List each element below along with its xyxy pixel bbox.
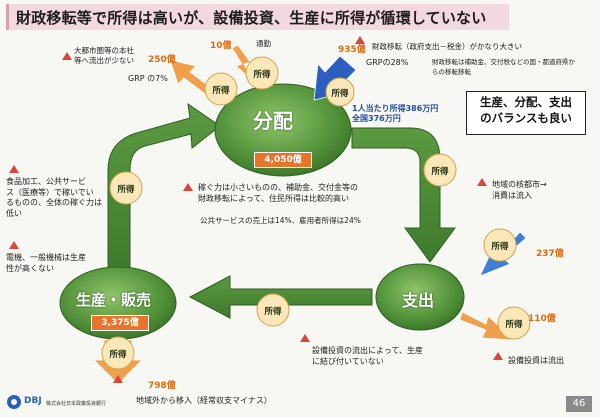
income-bubble-4 <box>109 171 143 205</box>
flow-arrow-bunpai-to-shishutsu <box>351 127 456 263</box>
income-label: 所得 <box>505 320 523 330</box>
value-import: 798億 <box>148 381 176 391</box>
warning-triangle-8 <box>113 375 123 383</box>
income-bubble-6 <box>256 293 290 327</box>
warning-triangle-4 <box>183 183 193 191</box>
note-center: 稼ぐ力は小さいものの、補助金、交付金等の 財政移転によって、住民所得は比較的高い <box>198 183 358 203</box>
warning-triangle-9 <box>355 36 365 44</box>
value-outflow-250: 250億 <box>148 55 176 65</box>
outflow-arrow-setsubi <box>459 311 516 341</box>
warning-triangle-6 <box>300 334 310 342</box>
node-seisan-value: 3,375億 <box>91 315 149 331</box>
label-zaisei: 財政移転（政府支出－税金）がかなり大きい <box>372 42 522 51</box>
note-bottom-center: 設備投資の流出によって、生産 に結び付いていない <box>312 346 423 366</box>
label-investment-outflow: 設備投資は流出 <box>508 356 564 365</box>
value-zaisei: 935億 <box>338 45 366 55</box>
note-left-productivity: 電機、一般機械は生産 性が高くない <box>6 253 86 273</box>
node-bunpai-label: 分配 <box>253 109 293 133</box>
income-bubble-5 <box>483 228 517 262</box>
node-shishutsu-label: 支出 <box>402 291 435 310</box>
income-bubble-3 <box>423 153 457 187</box>
income-label: 所得 <box>117 185 135 195</box>
income-label: 所得 <box>431 167 449 177</box>
warning-triangle-3 <box>9 241 19 249</box>
income-label: 所得 <box>212 86 230 96</box>
income-bubble-8 <box>101 336 135 370</box>
title-bar <box>6 4 509 30</box>
warning-triangle-2 <box>9 165 19 173</box>
note-per-capita-income: 1人当たり所得386万円 全国376万円 <box>352 104 439 123</box>
label-tsukin: 通勤 <box>256 39 271 48</box>
income-label: 所得 <box>253 70 271 80</box>
income-bubble-7 <box>497 306 531 340</box>
value-investment-outflow: 110億 <box>528 314 556 324</box>
note-zaisei-detail: 財政移転は補助金、交付税などの国・都道府県か らの移転移転 <box>432 58 575 76</box>
warning-triangle-7 <box>493 352 503 360</box>
label-grp28: GRPの28% <box>366 58 409 67</box>
flow-arrow-seisan-to-bunpai <box>107 102 221 276</box>
logo-mark-inner <box>11 399 17 405</box>
warning-triangle-1 <box>62 52 72 60</box>
page-title: 財政移転等で所得は高いが、設備投資、生産に所得が循環していない <box>16 9 487 27</box>
logo-text: DBJ <box>24 396 42 406</box>
label-grp7: GRP の7% <box>128 74 168 83</box>
node-bunpai-ball <box>214 83 352 177</box>
balance-note-box: 生産、分配、支出 のバランスも良い <box>466 91 586 135</box>
value-consumption-inflow: 237億 <box>536 249 564 259</box>
note-left-industry: 食品加工、公共サービ ス（医療等）で稼いでい るものの、全体の稼ぐ力は 低い <box>6 177 102 218</box>
node-shishutsu-ball <box>375 263 465 331</box>
label-import: 地域外から移入（経常収支マイナス） <box>136 396 272 405</box>
income-label: 所得 <box>331 89 349 99</box>
note-headquarters: 大都市圏等の本社 等へ流出が少ない <box>74 46 134 65</box>
value-tsukin: 10億 <box>210 41 232 51</box>
note-public-service: 公共サービスの売上は14%、雇用者所得は24% <box>200 216 361 225</box>
income-bubble-9 <box>325 77 355 107</box>
node-seisan-label: 生産・販売 <box>76 291 152 309</box>
logo-name: 株式会社日本政策投資銀行 <box>46 401 107 407</box>
warning-triangle-5 <box>477 178 487 186</box>
note-right-consumption: 地域の核都市→ 消費は流入 <box>492 180 547 200</box>
income-label: 所得 <box>264 307 282 317</box>
income-bubble-1 <box>204 72 238 106</box>
income-label: 所得 <box>109 350 127 360</box>
page-number: 46 <box>566 396 592 412</box>
income-label: 所得 <box>491 242 509 252</box>
node-bunpai-value: 4,050億 <box>254 152 312 168</box>
income-bubble-2 <box>245 56 279 90</box>
outflow-arrow-250 <box>169 59 215 97</box>
